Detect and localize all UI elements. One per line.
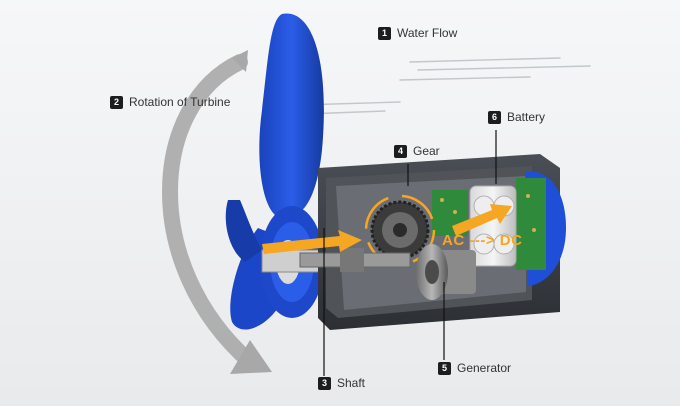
label-number-badge: 6 xyxy=(488,110,501,124)
label-text: Generator xyxy=(457,361,512,375)
label-number-badge: 2 xyxy=(110,95,123,109)
label-generator: 5 Generator xyxy=(438,361,511,375)
label-text: Water Flow xyxy=(397,26,458,40)
ac-dc-conversion-text: AC ---> DC xyxy=(442,232,523,249)
rotation-arrow-head xyxy=(230,340,272,374)
gear xyxy=(364,194,436,266)
label-gear: 4 Gear xyxy=(394,144,440,158)
label-text: Battery xyxy=(507,110,546,124)
label-battery: 6 Battery xyxy=(488,110,545,124)
label-number-badge: 1 xyxy=(378,26,391,40)
leader-lines xyxy=(323,130,497,376)
label-number-badge: 5 xyxy=(438,361,451,375)
label-number-badge: 3 xyxy=(318,376,331,390)
rotation-arrow-tail xyxy=(232,50,248,72)
label-number-badge: 4 xyxy=(394,144,407,158)
label-water-flow: 1 Water Flow xyxy=(378,26,457,40)
label-rotation-of-turbine: 2 Rotation of Turbine xyxy=(110,95,230,109)
energy-flow-arrows xyxy=(262,204,512,254)
label-text: Shaft xyxy=(337,376,366,390)
label-text: Gear xyxy=(413,144,440,158)
rotation-arrow xyxy=(162,54,258,370)
label-text: Rotation of Turbine xyxy=(129,95,231,109)
shaft xyxy=(299,248,411,272)
label-shaft: 3 Shaft xyxy=(318,376,365,390)
generator xyxy=(416,244,476,300)
